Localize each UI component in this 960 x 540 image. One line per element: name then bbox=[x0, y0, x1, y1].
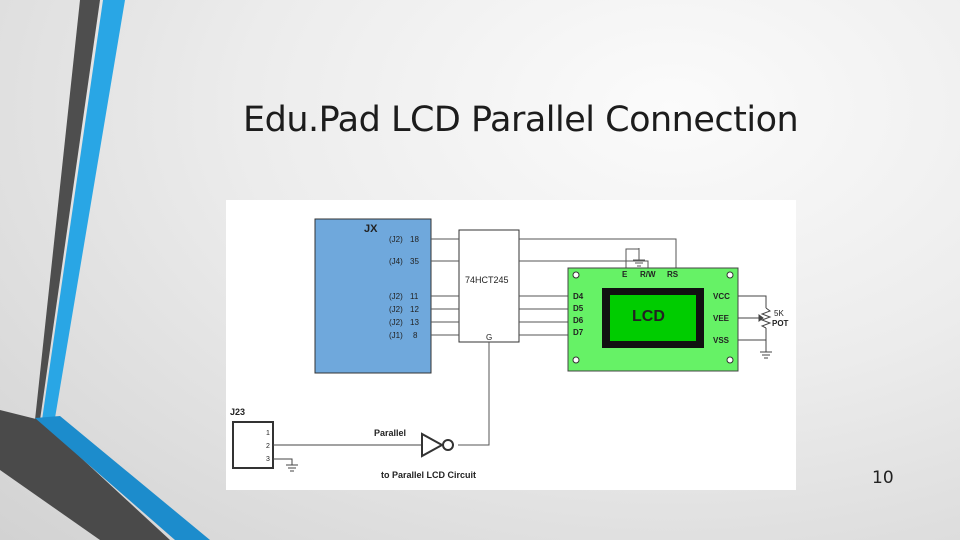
lcd-pin-rs: RS bbox=[667, 270, 679, 279]
lcd-pin-e: E bbox=[622, 270, 628, 279]
jx-pin-num-4: 12 bbox=[410, 305, 419, 314]
pot-label: POT bbox=[772, 319, 789, 328]
slide-title: Edu.Pad LCD Parallel Connection bbox=[243, 100, 799, 140]
jx-pin-4: (J2) bbox=[389, 305, 403, 314]
left-gray-stripe bbox=[35, 0, 100, 420]
pot-wiring bbox=[738, 295, 772, 359]
jx-bus-wires bbox=[431, 238, 677, 446]
j23-pin-3: 3 bbox=[266, 456, 270, 463]
jx-block bbox=[314, 218, 432, 374]
left-blue-stripe bbox=[42, 0, 125, 420]
lcd-mount-holes bbox=[572, 271, 734, 364]
jx-pin-6: (J1) bbox=[389, 331, 403, 340]
lcd-pin-d6: D6 bbox=[573, 316, 584, 325]
jx-pin-num-6: 8 bbox=[413, 331, 418, 340]
lcd-pin-vcc: VCC bbox=[713, 292, 730, 301]
j23-connector bbox=[232, 421, 274, 469]
j23-label: J23 bbox=[230, 407, 245, 417]
circuit-label: to Parallel LCD Circuit bbox=[381, 470, 476, 480]
lcd-pin-vss: VSS bbox=[713, 336, 730, 345]
lcd-pin-d4: D4 bbox=[573, 292, 584, 301]
page-number: 10 bbox=[872, 468, 894, 488]
jx-pin-num-2: 35 bbox=[410, 257, 419, 266]
lcd-pin-d5: D5 bbox=[573, 304, 584, 313]
jx-pin-1: (J2) bbox=[389, 235, 403, 244]
j23-pin-2: 2 bbox=[266, 443, 270, 450]
jx-pin-3: (J2) bbox=[389, 292, 403, 301]
jx-pin-5: (J2) bbox=[389, 318, 403, 327]
jx-pin-num-1: 18 bbox=[410, 235, 419, 244]
jx-pin-num-5: 13 bbox=[410, 318, 419, 327]
inverter-label: Parallel bbox=[374, 428, 406, 438]
lcd-pin-d7: D7 bbox=[573, 328, 584, 337]
bottom-blue-bar bbox=[35, 416, 210, 540]
inverter-bubble bbox=[442, 439, 454, 451]
jx-pin-2: (J4) bbox=[389, 257, 403, 266]
buffer-gate-label: G bbox=[486, 333, 492, 342]
j23-pin-1: 1 bbox=[266, 430, 270, 437]
j23-wiring bbox=[273, 444, 422, 472]
jx-pin-num-3: 11 bbox=[410, 292, 419, 301]
left-dark-bar bbox=[0, 410, 170, 540]
lcd-circuit-diagram: JX (J2) 18 (J4) 35 (J2) 11 (J2) 12 (J2) … bbox=[226, 200, 796, 490]
buffer-label: 74HCT245 bbox=[465, 275, 509, 285]
pot-value: 5K bbox=[774, 309, 784, 318]
inverter-symbol bbox=[421, 432, 445, 458]
lcd-pin-vee: VEE bbox=[713, 314, 730, 323]
lcd-screen bbox=[610, 295, 696, 341]
lcd-pin-rw: R/W bbox=[640, 270, 656, 279]
buffer-chip bbox=[458, 229, 520, 343]
jx-label: JX bbox=[364, 223, 378, 235]
lcd-screen-text: LCD bbox=[632, 308, 665, 325]
lcd-module bbox=[567, 267, 739, 372]
